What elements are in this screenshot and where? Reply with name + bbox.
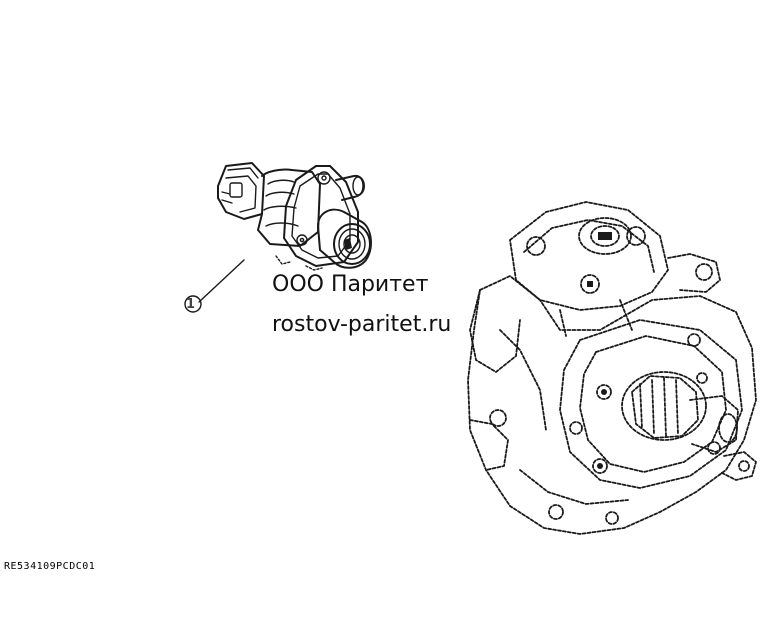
fuel-injection-pump-drawing: [467, 201, 757, 535]
callout-number: 1: [186, 297, 196, 312]
callout-bubble: [184, 295, 202, 313]
watermark-company-name: ООО Паритет: [272, 272, 429, 297]
watermark-website: rostov-paritet.ru: [272, 312, 452, 337]
callout-leader-line: [198, 259, 245, 303]
suction-control-valve-drawing: [217, 162, 372, 271]
figure-reference-code: RE534109PCDC01: [4, 561, 96, 572]
